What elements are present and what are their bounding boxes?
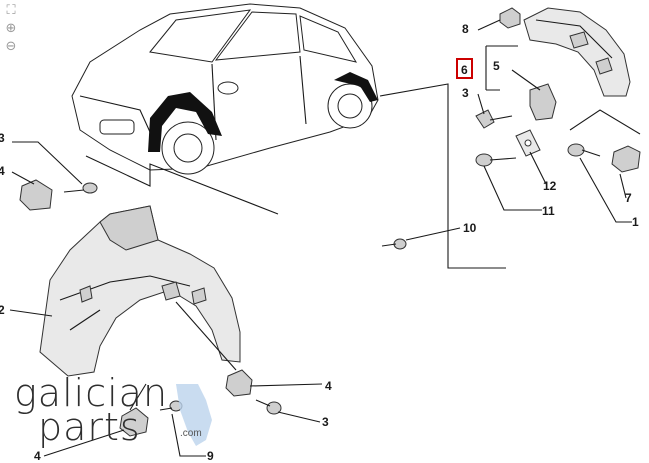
leader-lines	[9, 19, 641, 457]
callout-9: 9	[207, 449, 214, 463]
callout-6-highlight[interactable]	[456, 58, 473, 79]
callout-2: 2	[0, 303, 5, 317]
callout-10: 10	[463, 221, 477, 235]
viewer-toolbar: ⛶ ⊕ ⊖	[3, 3, 21, 55]
watermark-suffix: .com	[180, 428, 202, 439]
watermark-line1: galician	[14, 371, 169, 415]
callout-4-bottom: 4	[34, 449, 41, 463]
callout-4-lower: 4	[325, 379, 332, 393]
car-illustration	[71, 3, 379, 175]
watermark-line2: parts	[38, 405, 141, 449]
rear-liner-part	[523, 7, 631, 97]
callout-4-left: 4	[0, 164, 5, 178]
wheel-arch-liner-part	[39, 205, 241, 377]
watermark-accent-shape	[176, 384, 212, 446]
callout-1: 1	[632, 215, 639, 229]
callout-labels: 8 6 5 3 12 11 7 1 10 3 4 2 4 3 4 9	[0, 22, 639, 463]
callout-3-top: 3	[462, 86, 469, 100]
fullscreen-icon[interactable]: ⛶	[6, 3, 16, 18]
callout-12: 12	[543, 179, 557, 193]
callout-3-lower: 3	[322, 415, 329, 429]
watermark: galician parts .com	[14, 371, 202, 449]
callout-6: 6	[461, 63, 468, 77]
callout-7: 7	[625, 191, 632, 205]
callout-8: 8	[462, 22, 469, 36]
callout-3-left: 3	[0, 131, 5, 145]
zoom-out-icon[interactable]: ⊖	[5, 39, 17, 54]
callout-11: 11	[542, 204, 555, 218]
zoom-in-icon[interactable]: ⊕	[5, 21, 17, 36]
callout-5: 5	[493, 59, 500, 73]
